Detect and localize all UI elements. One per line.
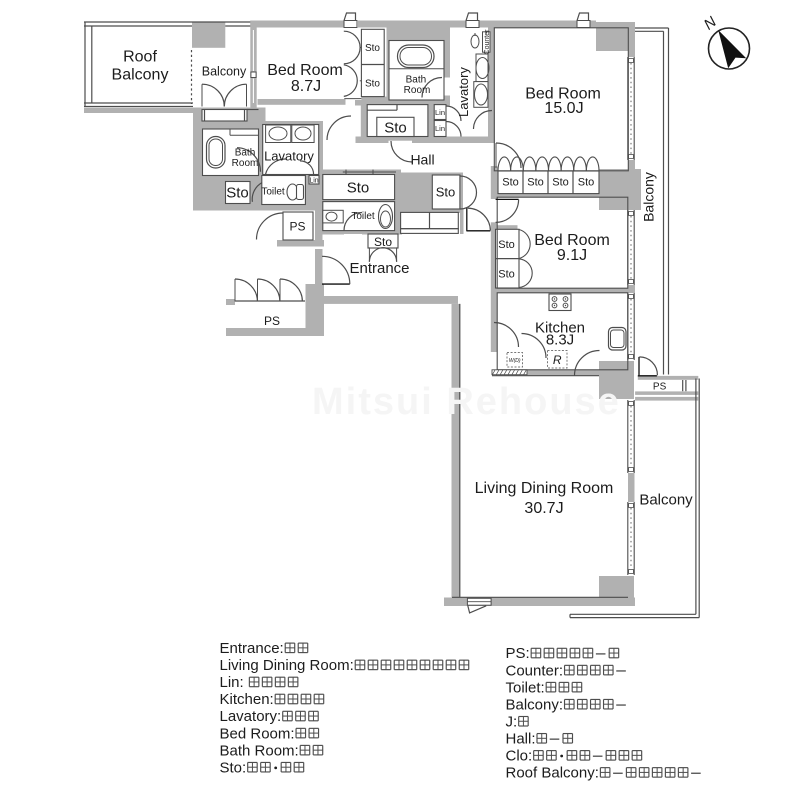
svg-text:PS: PS bbox=[289, 220, 305, 234]
svg-text:Room: Room bbox=[232, 158, 259, 169]
svg-text:Sto: Sto bbox=[498, 269, 515, 281]
svg-text:Balcony:: Balcony: bbox=[506, 696, 564, 713]
svg-text:Lin: Lin bbox=[435, 124, 445, 133]
svg-text:Toilet: Toilet bbox=[261, 187, 285, 198]
svg-text:8.3J: 8.3J bbox=[546, 332, 574, 349]
svg-text:Sto: Sto bbox=[384, 120, 407, 137]
svg-text:Bath: Bath bbox=[406, 75, 427, 86]
svg-text:Lavatory: Lavatory bbox=[456, 67, 471, 117]
svg-text:Counter:: Counter: bbox=[506, 662, 564, 679]
svg-text:Living Dining Room: Living Dining Room bbox=[475, 480, 614, 497]
svg-text:Room: Room bbox=[404, 85, 431, 96]
svg-text:Toilet:: Toilet: bbox=[506, 679, 545, 696]
svg-text:Bed Room: Bed Room bbox=[534, 232, 610, 249]
svg-text:Sto: Sto bbox=[374, 235, 392, 249]
svg-text:Lin:: Lin: bbox=[220, 674, 244, 691]
svg-text:PS: PS bbox=[653, 382, 667, 393]
svg-text:Sto: Sto bbox=[365, 79, 380, 90]
svg-text:PS: PS bbox=[264, 314, 280, 328]
svg-text:Sto:: Sto: bbox=[220, 759, 247, 776]
svg-text:Toilet: Toilet bbox=[351, 211, 375, 222]
svg-text:Sto: Sto bbox=[552, 177, 569, 189]
svg-text:Kitchen:: Kitchen: bbox=[220, 691, 274, 708]
svg-text:Lin: Lin bbox=[435, 108, 445, 117]
svg-text:Sto: Sto bbox=[365, 43, 380, 54]
svg-text:R: R bbox=[553, 353, 562, 367]
svg-text:30.7J: 30.7J bbox=[524, 500, 563, 517]
svg-text:Roof Balcony:: Roof Balcony: bbox=[506, 765, 599, 782]
svg-text:Lin: Lin bbox=[309, 178, 318, 185]
svg-text:Lavatory: Lavatory bbox=[264, 149, 314, 164]
svg-text:Bath: Bath bbox=[235, 148, 256, 159]
svg-text:8.7J: 8.7J bbox=[291, 78, 321, 95]
svg-text:Lavatory:: Lavatory: bbox=[220, 708, 282, 725]
svg-text:Sto: Sto bbox=[347, 180, 370, 197]
svg-text:Entrance: Entrance bbox=[349, 260, 409, 277]
svg-text:Sto: Sto bbox=[578, 177, 595, 189]
svg-text:Clo:: Clo: bbox=[506, 748, 533, 765]
svg-text:Bed Room:: Bed Room: bbox=[220, 725, 295, 742]
svg-text:Living Dining Room:: Living Dining Room: bbox=[220, 657, 354, 674]
svg-text:Balcony: Balcony bbox=[112, 67, 169, 84]
svg-text:Balcony: Balcony bbox=[202, 65, 247, 79]
svg-text:Balcony: Balcony bbox=[639, 492, 693, 509]
svg-text:Bath Room:: Bath Room: bbox=[220, 742, 299, 759]
svg-text:Hall:: Hall: bbox=[506, 730, 536, 747]
svg-text:Bed Room: Bed Room bbox=[267, 62, 343, 79]
svg-text:Sto: Sto bbox=[527, 177, 544, 189]
svg-text:W(D): W(D) bbox=[509, 358, 521, 364]
svg-text:Hall: Hall bbox=[410, 152, 434, 168]
svg-text:Sto: Sto bbox=[226, 185, 249, 202]
svg-text:Sto: Sto bbox=[498, 239, 515, 251]
svg-text:Entrance:: Entrance: bbox=[220, 640, 284, 657]
svg-text:Bed Room: Bed Room bbox=[525, 86, 601, 103]
svg-text:Counter: Counter bbox=[484, 29, 491, 55]
svg-text:Sto: Sto bbox=[502, 177, 519, 189]
svg-text:Kitchen: Kitchen bbox=[535, 320, 585, 337]
svg-text:Sto: Sto bbox=[436, 185, 456, 200]
svg-text:15.0J: 15.0J bbox=[544, 100, 583, 117]
svg-text:9.1J: 9.1J bbox=[557, 247, 587, 264]
svg-text:PS:: PS: bbox=[506, 645, 530, 662]
svg-text:Roof: Roof bbox=[123, 49, 157, 66]
svg-text:Balcony: Balcony bbox=[641, 172, 657, 222]
svg-text:Mitsui Rehouse: Mitsui Rehouse bbox=[312, 381, 621, 423]
svg-text:J:: J: bbox=[506, 713, 518, 730]
